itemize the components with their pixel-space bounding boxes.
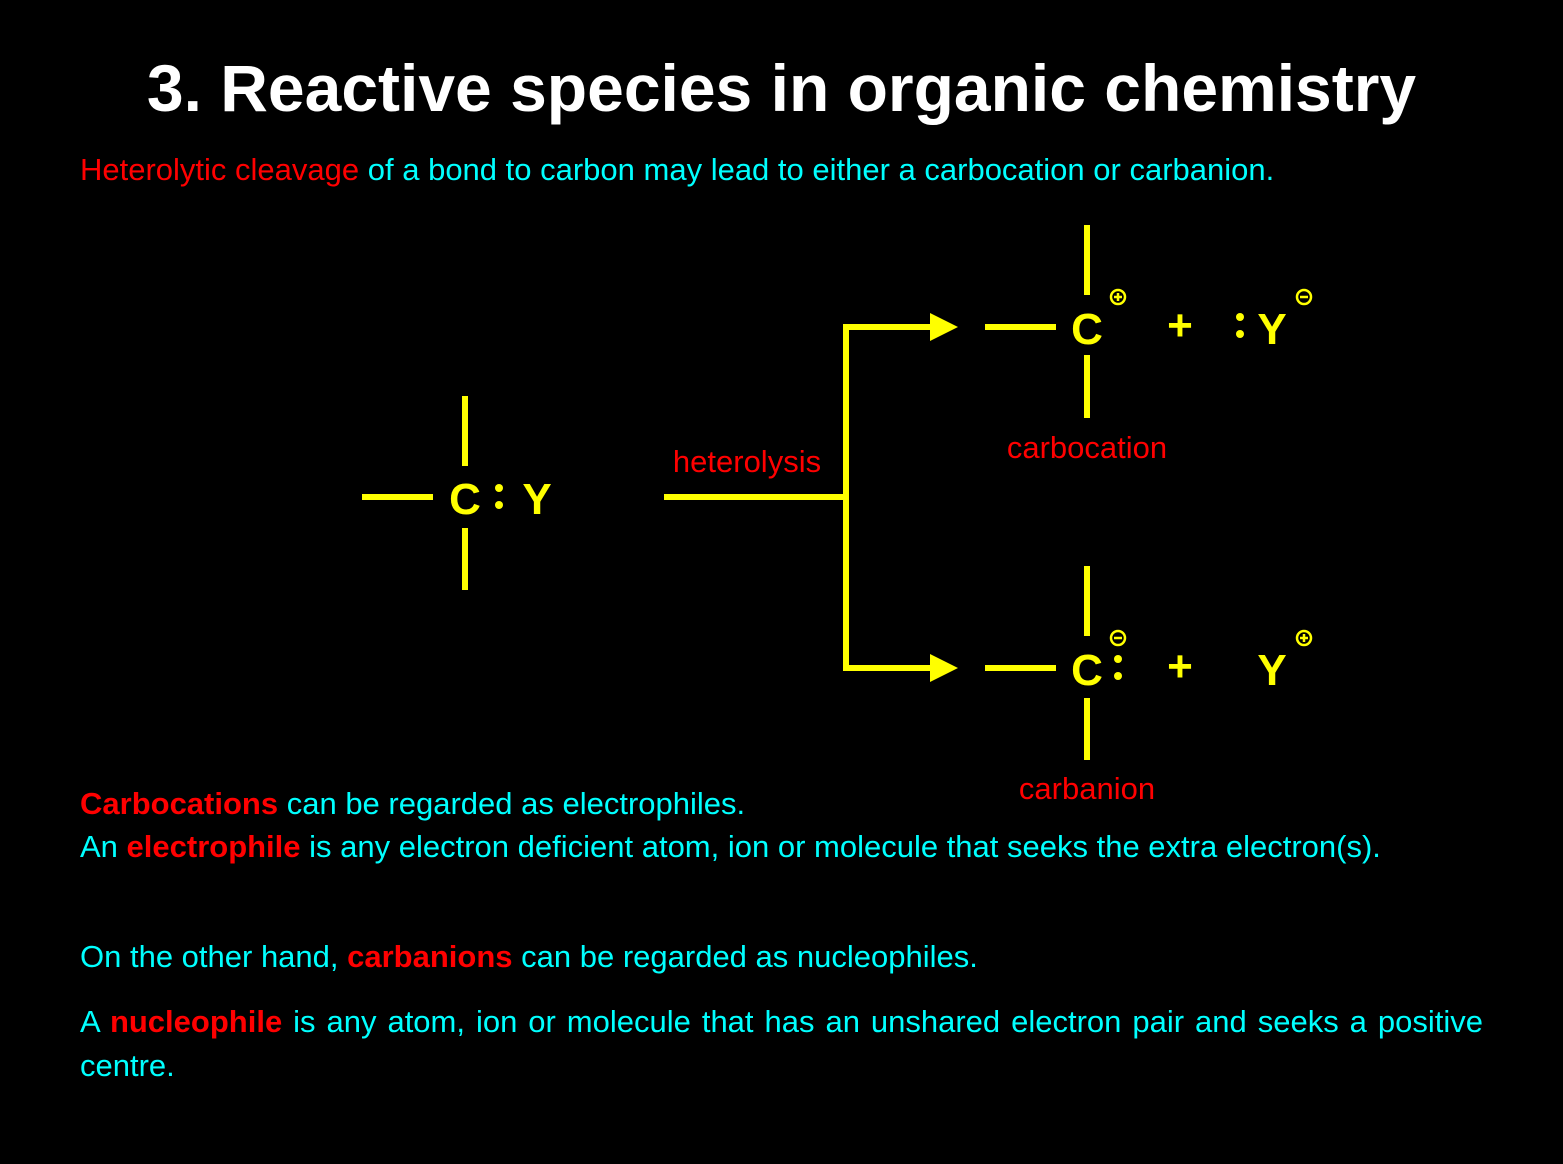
arrow-branch-top <box>843 324 930 671</box>
paragraph-text: can be regarded as electrophiles. <box>278 786 746 821</box>
paragraph-text: is any electron deficient atom, ion or m… <box>300 829 1381 864</box>
arrow-label: heterolysis <box>673 444 821 479</box>
top-plus: + <box>1167 301 1193 350</box>
arrowhead-top <box>930 313 958 341</box>
carbanion-electron-dot <box>1114 655 1122 663</box>
carbanion-label: carbanion <box>1019 771 1155 806</box>
paragraph-text: A <box>80 1004 110 1039</box>
paragraph-carbocations: Carbocations can be regarded as electrop… <box>80 782 1483 826</box>
paragraph-nucleophile: A nucleophile is any atom, ion or molecu… <box>80 1000 1483 1088</box>
paragraph-text: is any atom, ion or molecule that has an… <box>80 1004 1483 1083</box>
paragraph-electrophile: An electrophile is any electron deficien… <box>80 825 1483 869</box>
arrowhead-bottom <box>930 654 958 682</box>
anion-electron-dot <box>1236 330 1244 338</box>
cation-group: Y <box>1257 646 1286 695</box>
carbanion-electron-dot <box>1114 672 1122 680</box>
intro-rest: of a bond to carbon may lead to either a… <box>359 152 1275 187</box>
carbocation-carbon: C <box>1071 305 1103 354</box>
carbocation-label: carbocation <box>1007 430 1167 465</box>
paragraph-carbanions: On the other hand, carbanions can be reg… <box>80 935 1483 979</box>
term-carbocations: Carbocations <box>80 786 279 821</box>
paragraph-text: can be regarded as nucleophiles. <box>512 939 978 974</box>
anion-negative-charge <box>1295 288 1313 306</box>
carbanion-negative-charge <box>1109 629 1127 647</box>
reactant-electron-dot <box>495 484 503 492</box>
term-carbanions: carbanions <box>347 939 513 974</box>
anion-electron-dot <box>1236 313 1244 321</box>
carbocation-positive-charge <box>1109 288 1127 306</box>
carbanion-carbon: C <box>1071 646 1103 695</box>
reactant-group: Y <box>522 475 551 524</box>
intro-highlight: Heterolytic cleavage <box>80 152 360 187</box>
intro-text: Heterolytic cleavage of a bond to carbon… <box>80 150 1274 190</box>
paragraph-text: On the other hand, <box>80 939 348 974</box>
term-nucleophile: nucleophile <box>109 1004 283 1039</box>
reactant-electron-dot <box>495 501 503 509</box>
bottom-plus: + <box>1167 642 1193 691</box>
reactant-carbon: C <box>449 475 481 524</box>
page-title: 3. Reactive species in organic chemistry <box>146 51 1417 125</box>
cation-positive-charge <box>1295 629 1313 647</box>
term-electrophile: electrophile <box>126 829 301 864</box>
anion-group: Y <box>1257 305 1286 354</box>
paragraph-text: An <box>80 829 127 864</box>
